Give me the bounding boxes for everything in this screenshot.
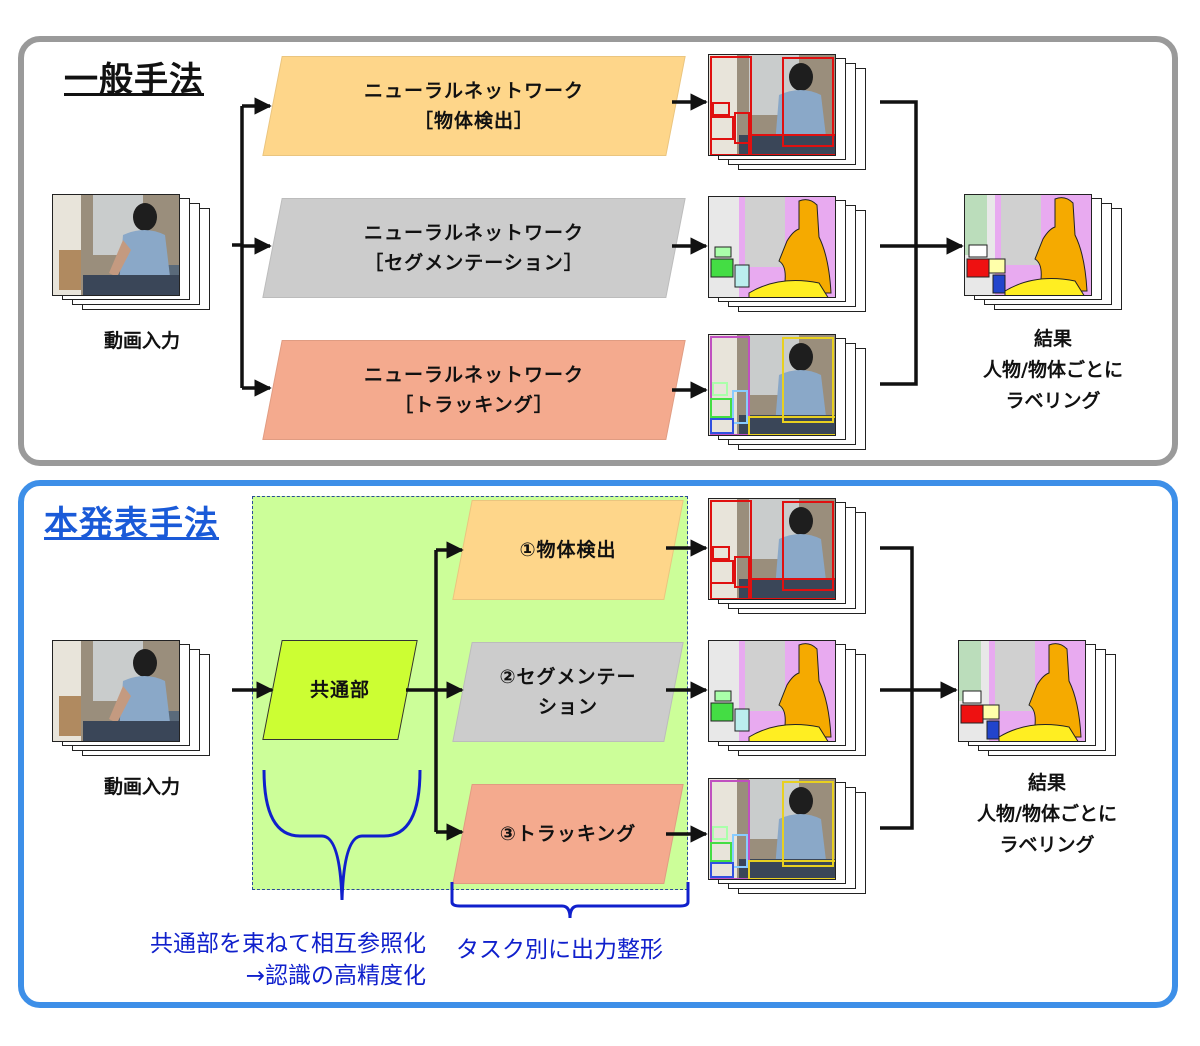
input-label-top: 動画入力 xyxy=(103,330,180,352)
task-tracking: ③トラッキング xyxy=(452,784,684,884)
general-method-panel xyxy=(18,36,1178,466)
common-part-box: 共通部 xyxy=(262,640,418,740)
result-line2: 人物/物体ごとに xyxy=(983,359,1123,381)
input-label-bottom: 動画入力 xyxy=(103,776,180,798)
method-line2: ［セグメンテーション］ xyxy=(364,252,584,274)
note-line2: →認識の高精度化 xyxy=(245,963,426,989)
result-line1: 結果 xyxy=(1033,328,1072,350)
method-object-detection: ニューラルネットワーク ［物体検出］ xyxy=(262,56,686,156)
note-task-output: タスク別に出力整形 xyxy=(456,937,663,963)
method-tracking: ニューラルネットワーク ［トラッキング］ xyxy=(262,340,686,440)
method-line1: ニューラルネットワーク xyxy=(363,364,584,386)
result-line3: ラベリング xyxy=(1005,390,1101,412)
task-segmentation: ②セグメンテーション xyxy=(452,642,684,742)
task-line1: ②セグメンテー xyxy=(499,666,637,688)
result-line3: ラベリング xyxy=(999,834,1095,856)
proposed-method-panel xyxy=(18,480,1178,1008)
task-line2: ション xyxy=(537,696,598,718)
video-frame-thumbnail xyxy=(52,194,180,296)
method-line1: ニューラルネットワーク xyxy=(363,80,584,102)
method-line2: ［物体検出］ xyxy=(413,110,534,132)
common-label: 共通部 xyxy=(309,679,370,701)
general-method-title: 一般手法 xyxy=(64,60,204,100)
note-shared-integration: 共通部を束ねて相互参照化 →認識の高精度化 xyxy=(112,928,426,992)
result-label-bottom: 結果 人物/物体ごとに ラベリング xyxy=(952,768,1142,861)
result-label-top: 結果 人物/物体ごとに ラベリング xyxy=(958,324,1148,417)
method-segmentation: ニューラルネットワーク ［セグメンテーション］ xyxy=(262,198,686,298)
proposed-method-title: 本発表手法 xyxy=(44,504,219,544)
task-line1: ①物体検出 xyxy=(519,539,617,561)
note-line1: 共通部を束ねて相互参照化 xyxy=(150,931,426,957)
method-line2: ［トラッキング］ xyxy=(394,394,554,416)
result-line2: 人物/物体ごとに xyxy=(977,803,1117,825)
result-line1: 結果 xyxy=(1027,772,1066,794)
task-line1: ③トラッキング xyxy=(499,823,637,845)
method-line1: ニューラルネットワーク xyxy=(363,222,584,244)
task-object-detection: ①物体検出 xyxy=(452,500,684,600)
